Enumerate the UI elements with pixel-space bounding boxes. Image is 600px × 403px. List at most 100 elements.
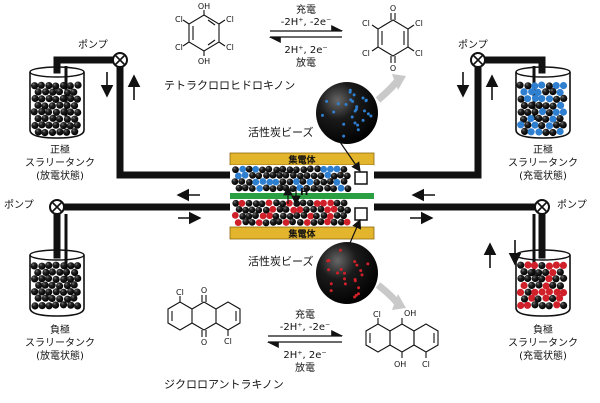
slurry-particle (63, 101, 71, 109)
slurry-particle (70, 281, 78, 289)
slurry-particle (248, 206, 256, 214)
slurry-particle (340, 178, 348, 185)
flow-arrows (100, 72, 522, 268)
active-molecule-dot (357, 286, 361, 290)
active-molecule-dot (355, 263, 359, 267)
slurry-particle (231, 178, 239, 186)
slurry-particle (38, 275, 46, 283)
slurry-particle (527, 115, 535, 123)
slurry-particle (234, 219, 242, 227)
slurry-particle (330, 172, 338, 180)
slurry-particle (313, 179, 321, 186)
slurry-particle (235, 184, 243, 192)
slurry-particle (528, 88, 536, 96)
slurry-particle (545, 302, 553, 310)
slurry-particle (516, 288, 525, 296)
slurry-particle (44, 274, 53, 282)
slurry-particle (553, 301, 561, 309)
slurry-particle (531, 94, 540, 102)
slurry-particle (320, 178, 328, 186)
slurry-particle (45, 82, 53, 90)
active-molecule-dot (338, 248, 342, 252)
slurry-particle (52, 261, 60, 269)
slurry-particle (560, 301, 568, 309)
slurry-particle (333, 212, 341, 219)
pump-label: ポンプ (458, 39, 488, 51)
slurry-particle (34, 128, 42, 136)
slurry-particle (38, 262, 46, 270)
slurry-particle (534, 88, 542, 96)
activated-carbon-label: 活性炭ビーズ (248, 254, 313, 268)
slurry-particle (41, 114, 49, 122)
slurry-particle (71, 268, 79, 277)
svg-text:スラリータンク: スラリータンク (25, 157, 95, 169)
slurry-particle (320, 165, 328, 173)
slurry-particle (252, 178, 260, 186)
slurry-particle (524, 261, 532, 269)
slurry-particle (64, 295, 72, 303)
slurry-particle (34, 101, 42, 109)
activated-carbon-label: 活性炭ビーズ (248, 125, 313, 139)
slurry-particle (524, 108, 532, 116)
slurry-particle (70, 294, 78, 302)
slurry-particle (52, 288, 60, 296)
tank-label-pos-charged: 正極 スラリータンク (充電状態) (508, 143, 578, 182)
slurry-particle (310, 219, 318, 226)
slurry-particle (333, 178, 341, 186)
svg-text:Cl: Cl (175, 15, 183, 24)
slurry-particle (38, 121, 46, 129)
slurry-particle (538, 288, 546, 296)
slurry-particle (67, 288, 75, 296)
slurry-particle (520, 268, 528, 276)
active-molecule-dot (349, 98, 353, 102)
slurry-particle (248, 219, 256, 226)
slurry-particle (327, 199, 335, 207)
active-molecule-dot (353, 121, 357, 125)
slurry-particle (239, 213, 247, 220)
slurry-particle (30, 262, 38, 270)
slurry-particle (252, 212, 259, 220)
slurry-particle (559, 289, 568, 297)
slurry-particle (324, 206, 331, 214)
slurry-particle (317, 172, 325, 180)
slurry-particle (300, 166, 308, 174)
slurry-particle (528, 281, 536, 289)
slurry-particle (242, 206, 250, 214)
slurry-particle (41, 281, 49, 289)
slurry-particle (299, 178, 307, 185)
slurry-particle (293, 212, 301, 220)
slurry-particle (296, 206, 304, 214)
slurry-particle (524, 121, 532, 129)
slurry-particle (52, 95, 60, 103)
slurry-particle (290, 206, 298, 214)
slurry-particle (542, 88, 550, 96)
slurry-particle (56, 295, 64, 303)
slurry-particle (530, 261, 539, 269)
slurry-particle (263, 172, 270, 179)
slurry-particle (549, 128, 557, 137)
slurry-particle (527, 269, 535, 277)
slurry-particle (70, 102, 79, 110)
slurry-particle (343, 218, 351, 226)
discharge-equation: 2H⁺, 2e⁻ (284, 45, 327, 56)
slurry-particle (38, 288, 46, 296)
slurry-particle (242, 218, 250, 226)
slurry-particle (293, 178, 300, 186)
slurry-particle (556, 88, 564, 97)
slurry-particle (320, 212, 328, 219)
slurry-particle (262, 206, 270, 214)
collector-label: 集電体 (287, 228, 316, 240)
slurry-particle (34, 115, 42, 123)
slurry-particle (299, 199, 307, 207)
slurry-particle (538, 302, 547, 310)
discharge-equation: 2H⁺, 2e⁻ (283, 350, 326, 361)
active-molecule-dot (356, 123, 360, 127)
slurry-particle (559, 82, 568, 90)
cell-stack: 集電体 集電体 H⁺ (229, 152, 375, 240)
active-molecule-dot (336, 271, 339, 275)
slurry-particle (49, 88, 57, 96)
slurry-particle (282, 219, 290, 226)
pump-label: ポンプ (557, 199, 587, 211)
slurry-particle (343, 172, 351, 180)
slurry-particle (259, 212, 267, 220)
